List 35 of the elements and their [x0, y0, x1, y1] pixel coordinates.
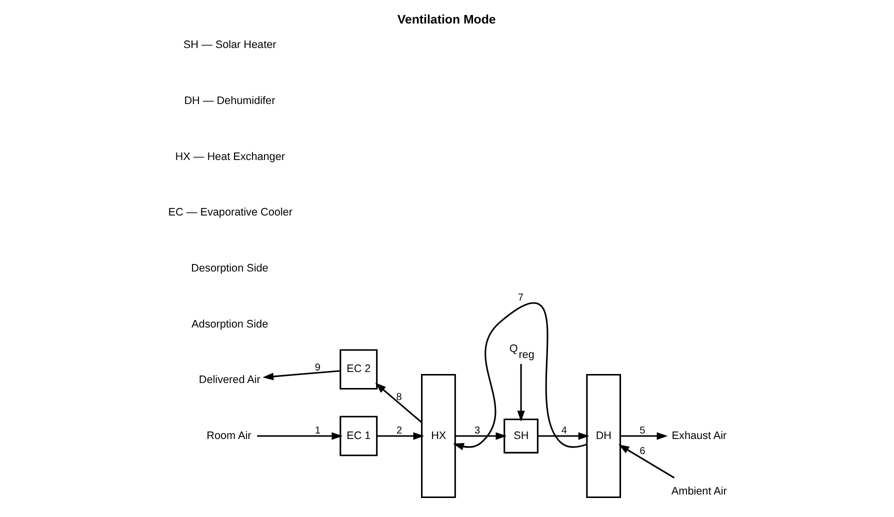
edge-label: 5 [640, 425, 646, 436]
edge-label: 7 [518, 292, 524, 304]
edge-label: 9 [314, 362, 320, 374]
node-text: Room Air [206, 430, 252, 442]
node-box: EC 2 [340, 349, 378, 390]
node-text: Delivered Air [198, 374, 260, 386]
arrow [376, 432, 424, 440]
edge-label: 8 [396, 392, 402, 403]
node-box: SH [504, 418, 538, 454]
arrow [262, 370, 340, 380]
arrow [455, 432, 507, 440]
diagram-title: Ventilation Mode [397, 12, 496, 26]
arrow [618, 444, 675, 478]
label: Adsorption Side [192, 318, 268, 330]
edge-label: 3 [474, 425, 480, 436]
arrow [375, 382, 422, 424]
edge-label: 4 [561, 425, 567, 436]
label: DH — Dehumidifer [184, 94, 276, 107]
arrow [517, 364, 525, 422]
node-box: DH [586, 374, 622, 498]
edge-label: 6 [640, 446, 646, 458]
edge-label: 1 [314, 425, 320, 436]
node-box: EC 1 [340, 416, 378, 456]
edge-label: 2 [396, 425, 402, 436]
label: Desorption Side [191, 262, 268, 274]
label: HX — Heat Exchanger [175, 150, 285, 163]
arrow [538, 432, 590, 440]
node-text: Exhaust Air [672, 430, 727, 442]
node-box: HX [421, 374, 456, 498]
arrow [620, 432, 668, 440]
label: SH — Solar Heater [183, 39, 276, 52]
arrow [257, 432, 343, 440]
arrow [453, 302, 588, 450]
node-text: Ambient Air [671, 486, 727, 498]
label: EC — Evaporative Cooler [168, 206, 292, 219]
